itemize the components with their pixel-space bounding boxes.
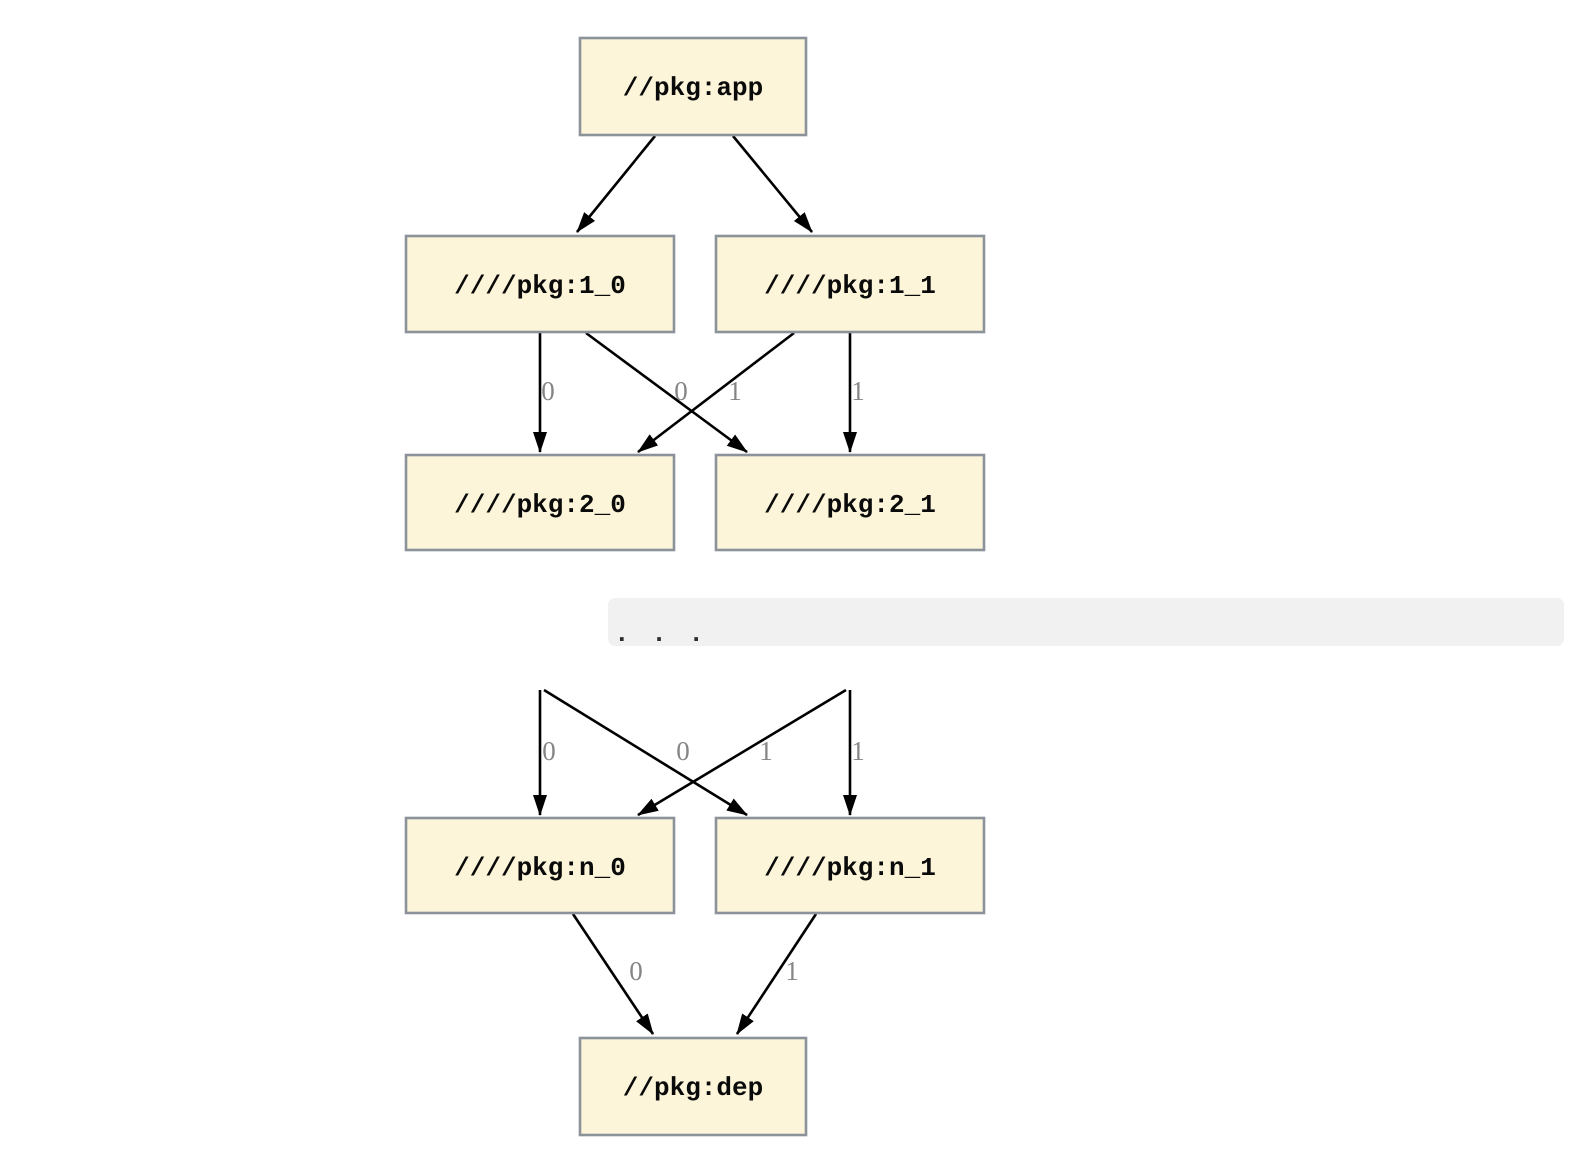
edge-ellipsis-cross-to-n_0 — [637, 688, 847, 817]
node-label-dep: //pkg:dep — [623, 1073, 763, 1103]
node-box-dep — [578, 1036, 808, 1137]
edge-1_0-to-2_1 — [585, 331, 748, 454]
edge-label-1_0-to-2_0: 0 — [541, 376, 555, 406]
node-label-2_0: ////pkg:2_0 — [454, 490, 626, 520]
edge-n_1-to-dep — [735, 913, 818, 1035]
node-1_0: ////pkg:1_0 — [404, 234, 676, 334]
node-label-1_0: ////pkg:1_0 — [454, 271, 626, 301]
node-2_1: ////pkg:2_1 — [714, 453, 986, 552]
edge-label-mid-to-n_0: 0 — [542, 736, 556, 766]
edge-label-mid-to-n_1: 1 — [851, 736, 865, 766]
node-box-2_0 — [404, 453, 676, 552]
node-box-app — [578, 36, 808, 137]
node-2_0: ////pkg:2_0 — [404, 453, 676, 552]
ellipsis-band-background — [608, 598, 1564, 646]
edge-app-to-1_1 — [731, 135, 814, 233]
node-box-1_1 — [714, 234, 986, 334]
edge-label-1_1-to-2_1: 1 — [851, 376, 865, 406]
ellipsis-band: . . . — [608, 598, 1564, 649]
node-label-1_1: ////pkg:1_1 — [764, 271, 936, 301]
edge-app-to-1_0 — [575, 135, 657, 233]
edge-labels-layer: 0 0 1 1 0 0 1 1 0 1 — [541, 376, 865, 986]
edge-ellipsis-cross-to-n_1 — [543, 688, 748, 817]
node-app: //pkg:app — [578, 36, 808, 137]
node-1_1: ////pkg:1_1 — [714, 234, 986, 334]
node-n_0: ////pkg:n_0 — [404, 816, 676, 915]
nodes-layer: //pkg:app ////pkg:1_0 ////pkg:1_1 ////pk… — [404, 36, 1564, 1137]
node-label-app: //pkg:app — [623, 73, 763, 103]
node-label-n_0: ////pkg:n_0 — [454, 853, 626, 883]
edge-label-mid-cross-to-n_1: 1 — [759, 736, 773, 766]
node-box-n_0 — [404, 816, 676, 915]
node-label-2_1: ////pkg:2_1 — [764, 490, 936, 520]
node-box-2_1 — [714, 453, 986, 552]
edge-label-n_1-to-dep: 1 — [785, 956, 799, 986]
edge-label-mid-cross-to-n_0: 0 — [676, 736, 690, 766]
edges-layer — [533, 135, 857, 1035]
edge-label-n_0-to-dep: 0 — [629, 956, 643, 986]
edge-1_1-to-2_0 — [637, 331, 795, 454]
node-box-n_1 — [714, 816, 986, 915]
node-n_1: ////pkg:n_1 — [714, 816, 986, 915]
node-box-1_0 — [404, 234, 676, 334]
node-dep: //pkg:dep — [578, 1036, 808, 1137]
edge-label-1_1-to-2_0: 0 — [674, 376, 688, 406]
node-label-n_1: ////pkg:n_1 — [764, 853, 936, 883]
edge-label-1_0-to-2_1: 1 — [728, 376, 742, 406]
ellipsis-dots: . . . — [614, 619, 707, 649]
edge-n_0-to-dep — [571, 913, 655, 1035]
